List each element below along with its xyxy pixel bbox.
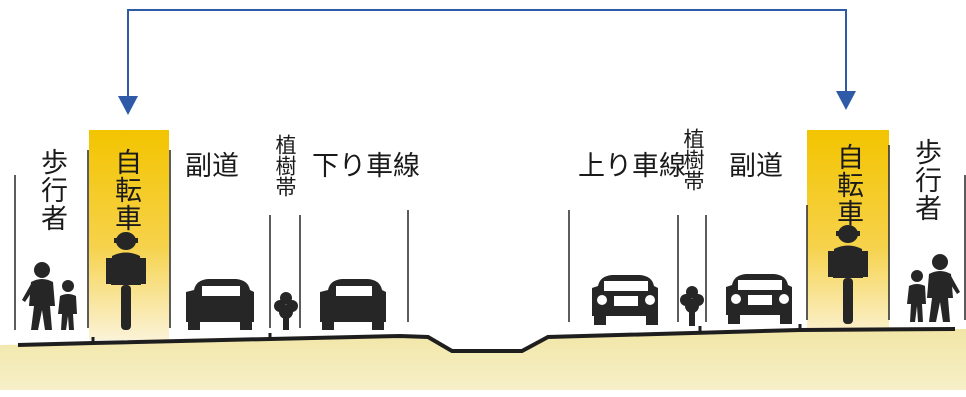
pedestrian-icon — [22, 262, 77, 330]
pedestrian-icon — [907, 254, 960, 322]
ground — [0, 329, 966, 390]
tree-icon — [274, 292, 298, 330]
car-rear-icon — [186, 279, 254, 330]
label-bicycle-left: 自転車 — [110, 148, 141, 232]
cyclist-icon — [106, 232, 146, 330]
label-inbound-lanes: 上り車線 — [578, 151, 686, 182]
label-side-road-left: 副道 — [185, 151, 239, 182]
label-pedestrian-left: 歩行者 — [36, 148, 67, 232]
label-outbound-lanes: 下り車線 — [312, 151, 420, 182]
arrow-down-icon — [118, 96, 138, 115]
arrow-down-icon — [836, 91, 856, 110]
label-bicycle-right: 自転車 — [832, 143, 863, 227]
label-planting-strip-right: 植樹帯 — [681, 128, 705, 191]
tree-icon — [680, 286, 704, 326]
car-front-icon — [592, 275, 658, 325]
label-pedestrian-right: 歩行者 — [910, 138, 941, 222]
label-planting-strip-left: 植樹帯 — [273, 134, 297, 197]
road-surface-line — [17, 327, 956, 353]
curb-marks — [91, 324, 802, 343]
cyclist-icon — [828, 225, 868, 324]
connecting-arrow — [118, 9, 856, 115]
label-side-road-right: 副道 — [729, 151, 783, 182]
car-rear-icon — [320, 279, 386, 330]
car-front-icon — [726, 274, 792, 324]
divider-lines — [14, 145, 966, 330]
